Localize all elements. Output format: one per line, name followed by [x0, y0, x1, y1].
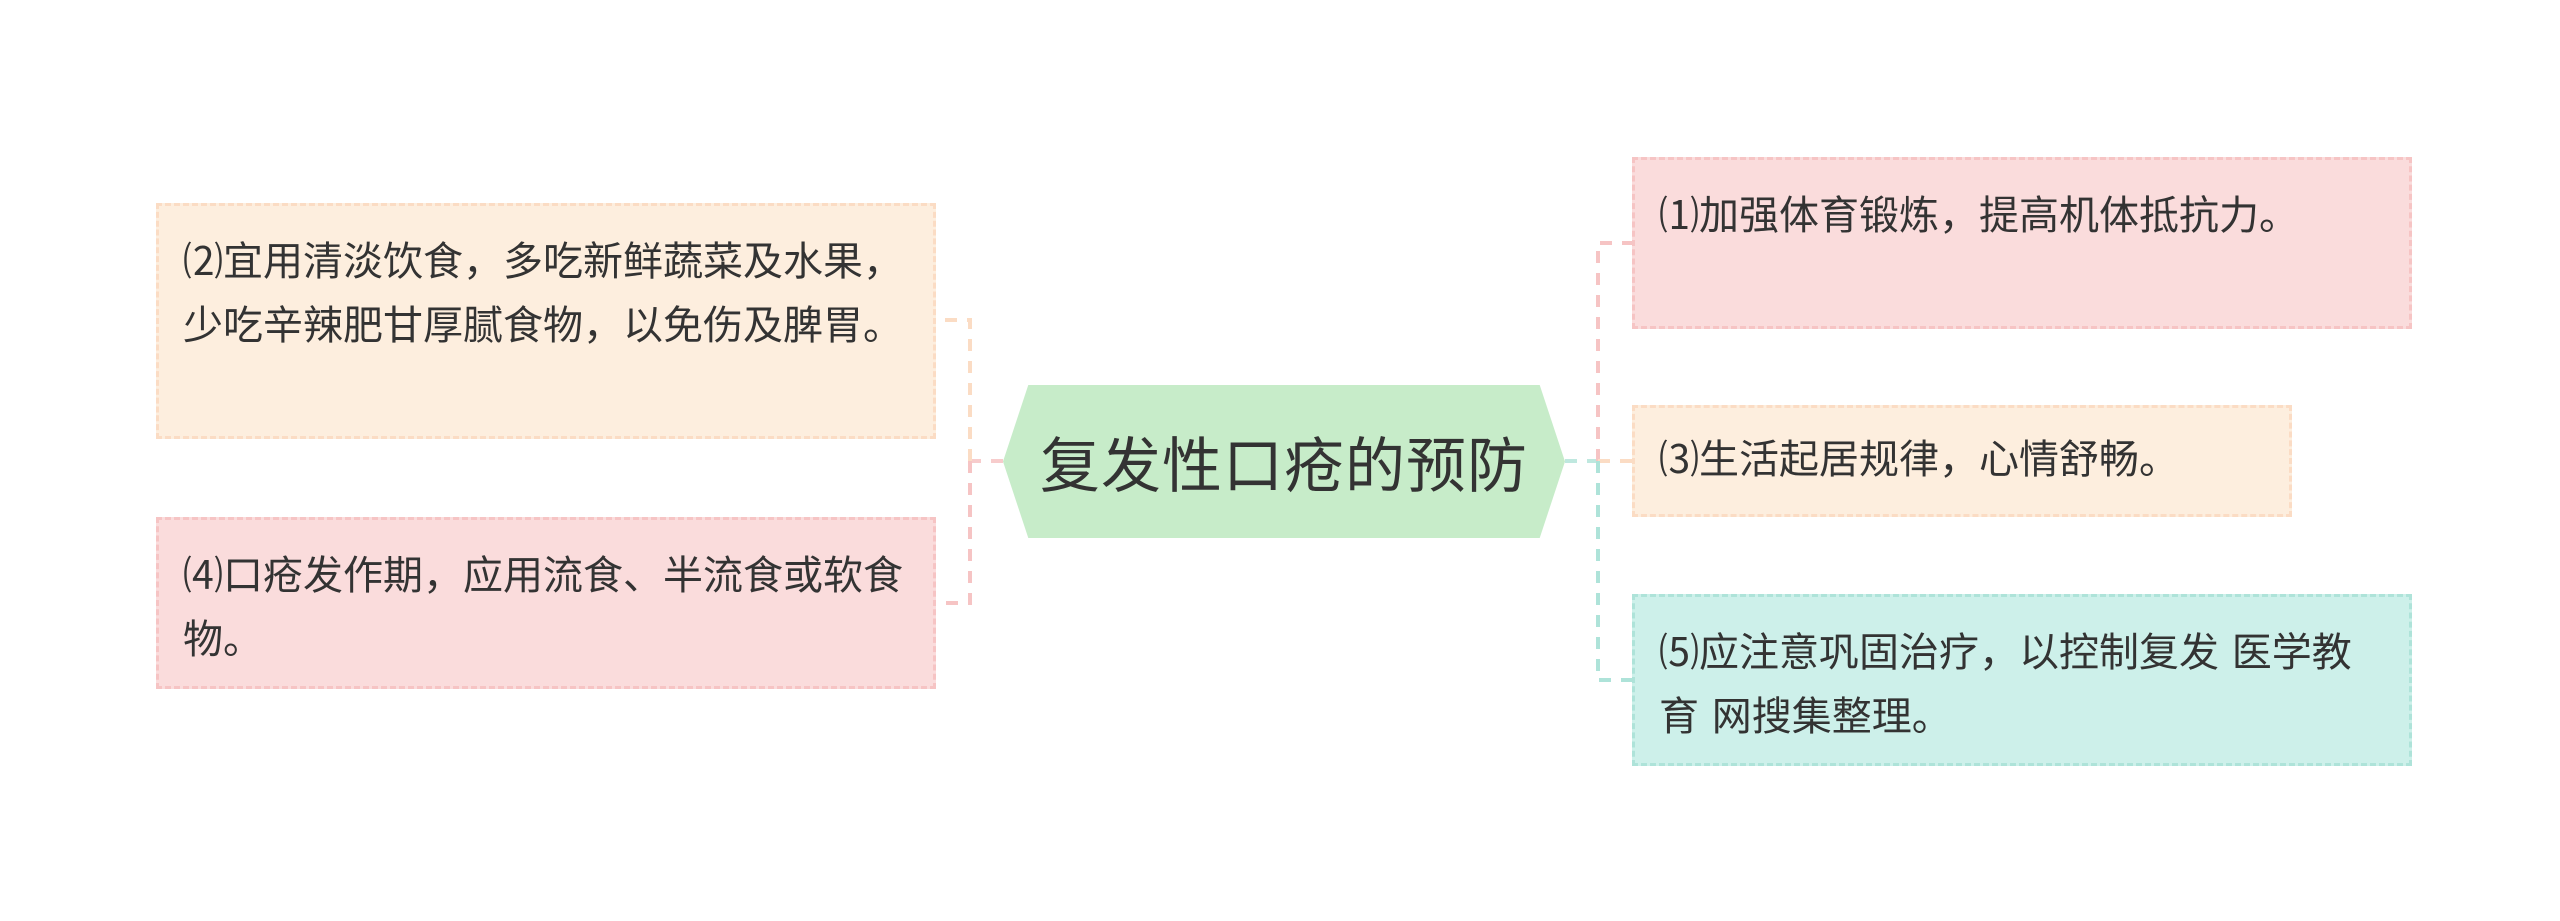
connector-right-1 — [1596, 241, 1632, 461]
connector-left-1 — [936, 318, 972, 461]
branch-node-treatment[interactable]: ⑸应注意巩固治疗，以控制复发 医学教育 网搜集整理。 — [1632, 594, 2412, 766]
branch-node-lifestyle[interactable]: ⑶生活起居规律，心情舒畅。 — [1632, 405, 2292, 517]
branch-node-text: ⑴加强体育锻炼，提高机体抵抗力。 — [1659, 193, 2299, 239]
branch-node-diet[interactable]: ⑵宜用清淡饮食，多吃新鲜蔬菜及水果，少吃辛辣肥甘厚腻食物，以免伤及脾胃。 — [156, 203, 936, 439]
connector-left-2 — [936, 461, 972, 605]
branch-node-text: ⑷口疮发作期，应用流食、半流食或软食物。 — [183, 553, 903, 663]
branch-node-exercise[interactable]: ⑴加强体育锻炼，提高机体抵抗力。 — [1632, 157, 2412, 329]
branch-node-text: ⑶生活起居规律，心情舒畅。 — [1659, 437, 2179, 483]
branch-node-text: ⑵宜用清淡饮食，多吃新鲜蔬菜及水果，少吃辛辣肥甘厚腻食物，以免伤及脾胃。 — [183, 239, 903, 349]
central-topic-node[interactable]: 复发性口疮的预防 — [1003, 385, 1565, 538]
central-topic-title: 复发性口疮的预防 — [1040, 432, 1528, 502]
branch-node-flare-diet[interactable]: ⑷口疮发作期，应用流食、半流食或软食物。 — [156, 517, 936, 689]
branch-node-text: ⑸应注意巩固治疗，以控制复发 医学教育 网搜集整理。 — [1659, 630, 2352, 740]
connector-right-3 — [1596, 461, 1632, 682]
